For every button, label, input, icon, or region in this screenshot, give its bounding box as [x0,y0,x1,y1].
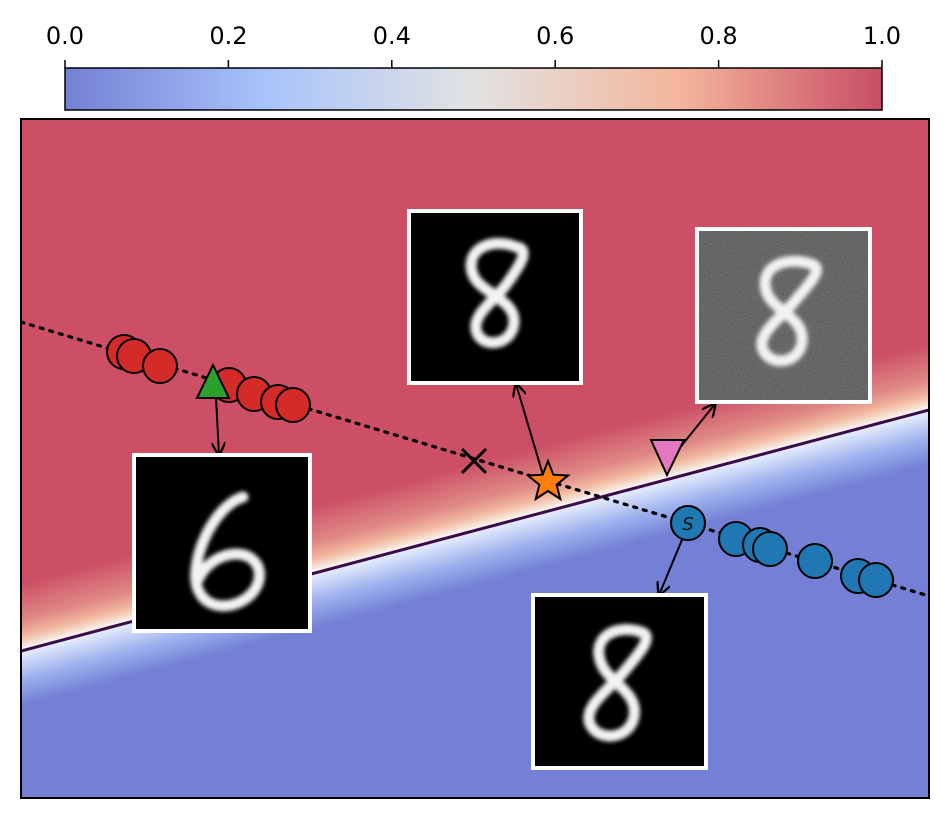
arrow-to-eight-smooth [516,384,544,476]
colorbar-tick-label: 1.0 [863,22,901,50]
colorbar-tick-label: 0.0 [46,22,84,50]
digit-eight-source-thumbnail [531,593,708,770]
decision-plot: S [21,119,929,798]
cross-marker [460,447,488,475]
colorbar-tick-label: 0.6 [536,22,574,50]
digit-eight-noisy-thumbnail [695,227,872,404]
plot-frame [20,118,930,799]
red-cluster-point [142,348,178,384]
colorbar-ticks: 0.0 0.2 0.4 0.6 0.8 1.0 [46,22,901,68]
source-label: S [682,514,693,535]
colorbar-tick-label: 0.4 [373,22,411,50]
source-marker: S [670,505,706,541]
arrow-to-eight-source [659,534,685,595]
star-marker [525,458,571,502]
colorbar-tick-label: 0.8 [700,22,738,50]
blue-cluster-point [797,543,833,579]
blue-cluster [718,521,894,598]
colorbar-gradient [64,67,883,111]
arrow-to-eight-noisy [677,404,715,451]
digit-six-thumbnail [132,453,312,633]
triangle-up-marker [195,362,231,399]
blue-cluster-point [752,531,788,567]
arrow-to-six [216,397,219,455]
colorbar: 0.0 0.2 0.4 0.6 0.8 1.0 [46,22,901,111]
blue-cluster-point [858,562,894,598]
colorbar-tick-label: 0.2 [209,22,247,50]
triangle-down-marker [649,439,686,478]
red-cluster-point [275,387,311,423]
digit-eight-smooth-thumbnail [407,209,583,385]
